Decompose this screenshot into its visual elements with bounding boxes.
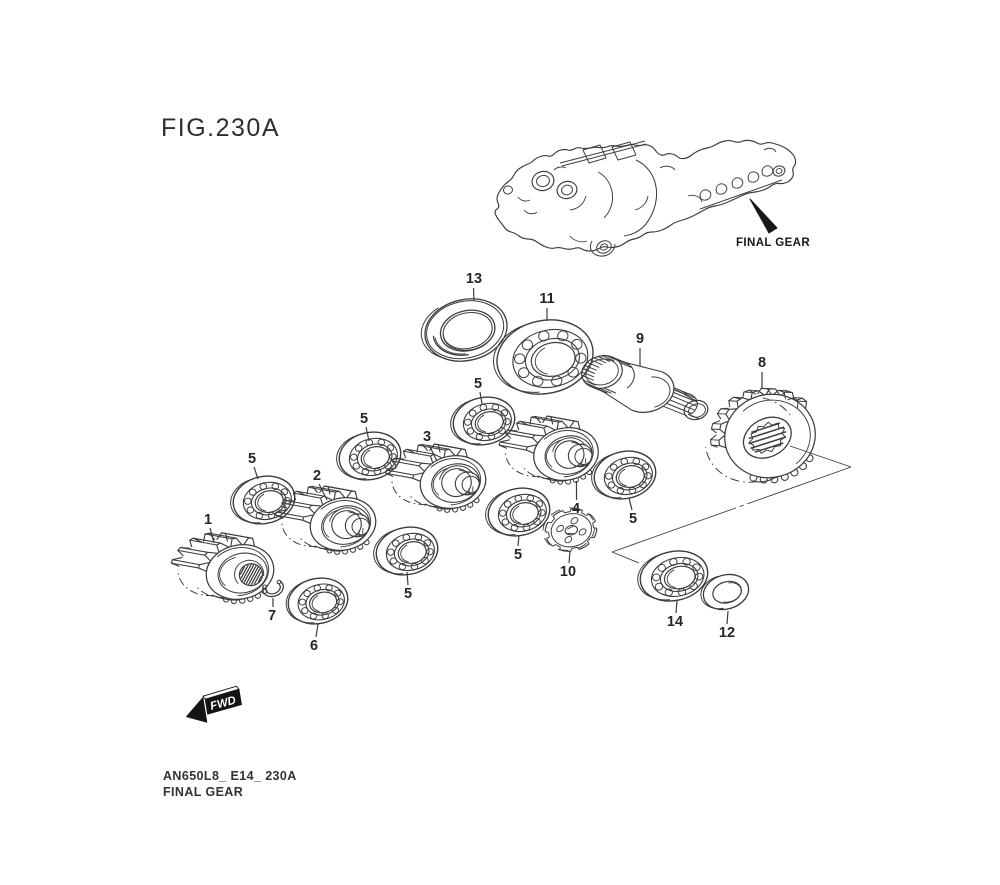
- svg-text:9: 9: [636, 331, 644, 347]
- svg-text:11: 11: [539, 291, 554, 307]
- svg-text:5: 5: [474, 376, 482, 392]
- svg-text:12: 12: [719, 625, 735, 641]
- svg-text:5: 5: [629, 511, 637, 527]
- svg-text:7: 7: [268, 608, 276, 624]
- svg-text:6: 6: [310, 638, 318, 654]
- svg-text:13: 13: [466, 271, 482, 287]
- svg-text:FINAL GEAR: FINAL GEAR: [736, 237, 810, 249]
- svg-text:10: 10: [560, 564, 576, 580]
- svg-text:5: 5: [248, 451, 256, 467]
- svg-text:14: 14: [667, 614, 683, 630]
- svg-text:AN650L8_ E14_ 230A: AN650L8_ E14_ 230A: [163, 769, 297, 783]
- svg-text:2: 2: [313, 468, 321, 484]
- svg-text:3: 3: [423, 429, 431, 445]
- svg-text:FINAL GEAR: FINAL GEAR: [163, 785, 243, 799]
- svg-text:1: 1: [204, 512, 212, 528]
- svg-text:5: 5: [360, 411, 368, 427]
- svg-text:5: 5: [514, 547, 522, 563]
- svg-text:FIG.230A: FIG.230A: [161, 114, 280, 142]
- svg-text:8: 8: [758, 355, 766, 371]
- svg-text:5: 5: [404, 586, 412, 602]
